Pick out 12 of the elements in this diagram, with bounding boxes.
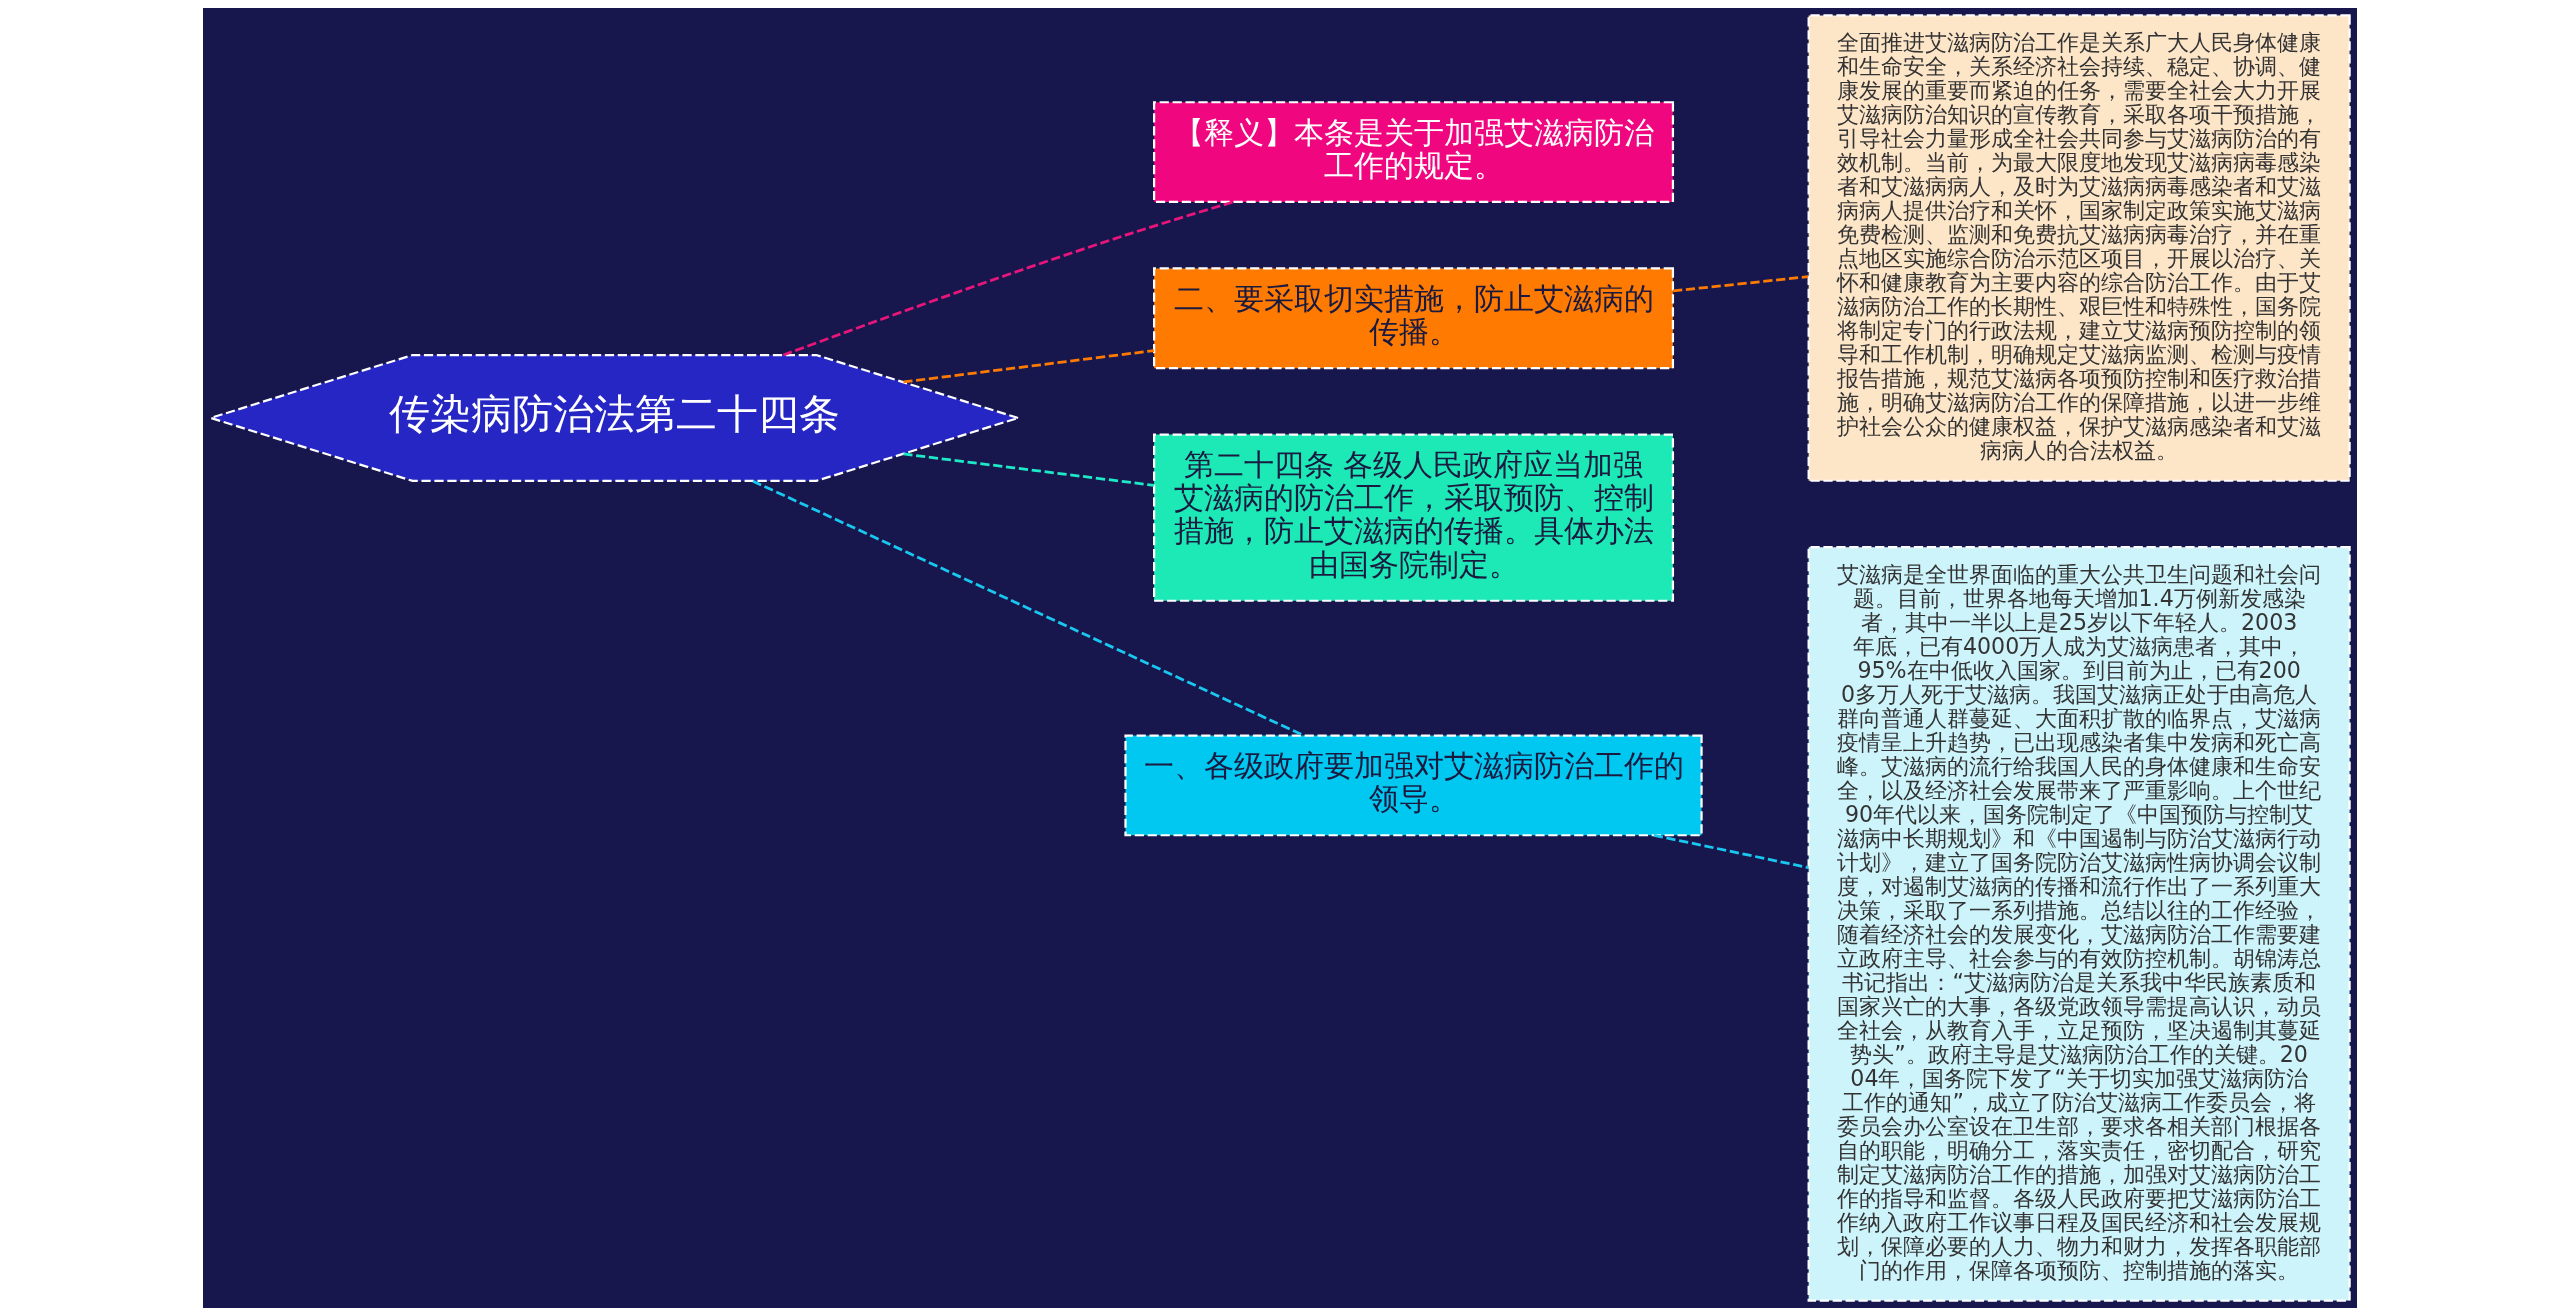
node-box: 一、各级政府要加强对艾滋病防治工作的领导。 (1124, 734, 1703, 837)
node-box: 全面推进艾滋病防治工作是关系广大人民身体健康和生命安全，关系经济社会持续、稳定、协调、健康发展的重要而紧迫的任务，需要全社会大力开展艾滋病防治知识的宣传教育，采取各项干预措施，引导社会力量形成全社会共同参与艾滋病防治的有效机制。当前，为最大限度地发现艾滋病病毒感染者和艾滋病病人，及时为艾滋病病毒感染者和艾滋病病人提供治疗和关怀，国家制定政策实施艾滋病免费检测、监测和免费抗艾滋病病毒治疗，并在重点地区实施综合防治示范区项目，开展以治疗、关怀和健康教育为主要内容的综合防治工作。由于艾滋病防治工作的长期性、艰巨性和特殊性，国务院将制定专门的行政法规，建立艾滋病预防控制的领导和工作机制，明确规定艾滋病监测、检测与疫情报告措施，规范艾滋病各项预防控制和医疗救治措施，明确艾滋病防治工作的保障措施，以进一步维护社会公众的健康权益，保护艾滋病感染者和艾滋病病人的合法权益。 (1807, 14, 2351, 482)
connector (903, 349, 1155, 384)
node-box: 艾滋病是全世界面临的重大公共卫生问题和社会问题。目前，世界各地每天增加1.4万例新发感染者，其中一半以上是25岁以下年轻人。2003年底，已有4000万人成为艾滋病患者，其中，95%在中低收入国家。到目前为止，已有2000多万人死于艾滋病。我国艾滋病正处于由高危人群向普通人群蔓延、大面积扩散的临界点，艾滋病疫情呈上升趋势，已出现感染者集中发病和死亡高峰。艾滋病的流行给我国人民的身体健康和生命安全，以及经济社会发展带来了严重影响。上个世纪90年代以来，国务院制定了《中国预防与控制艾滋病中长期规划》和《中国遏制与防治艾滋病行动计划》，建立了国务院防治艾滋病性病协调会议制度，对遏制艾滋病的传播和流行作出了一系列重大决策，采取了一系列措施。总结以往的工作经验，随着经济社会的发展变化，艾滋病防治工作需要建立政府主导、社会参与的有效防控机制。胡锦涛总书记指出：“艾滋病防治是关系我中华民族素质和国家兴亡的大事，各级党政领导需提高认识，动员全社会，从教育入手，立足预防，坚决遏制其蔓延势头”。政府主导是艾滋病防治工作的关键。2004年，国务院下发了“关于切实加强艾滋病防治工作的通知”，成立了防治艾滋病工作委员会，将委员会办公室设在卫生部，要求各相关部门根据各自的职能，明确分工，落实责任，密切配合，研究制定艾滋病防治工作的措施，加强对艾滋病防治工作的指导和监督。各级人民政府要把艾滋病防治工作纳入政府工作议事日程及国民经济和社会发展规划，保障必要的人力、物力和财力，发挥各职能部门的作用，保障各项预防、控制措施的落实。 (1807, 546, 2351, 1302)
node-box: 第二十四条 各级人民政府应当加强艾滋病的防治工作，采取预防、控制措施，防止艾滋病的传播。具体办法由国务院制定。 (1153, 433, 1675, 602)
connector (903, 452, 1155, 487)
connector (782, 200, 1234, 357)
connector (1673, 275, 1809, 293)
connector (752, 479, 1305, 737)
node-box: 【释义】本条是关于加强艾滋病防治工作的规定。 (1153, 101, 1675, 204)
connector (1653, 833, 1809, 869)
node-box: 二、要采取切实措施，防止艾滋病的传播。 (1153, 267, 1675, 370)
